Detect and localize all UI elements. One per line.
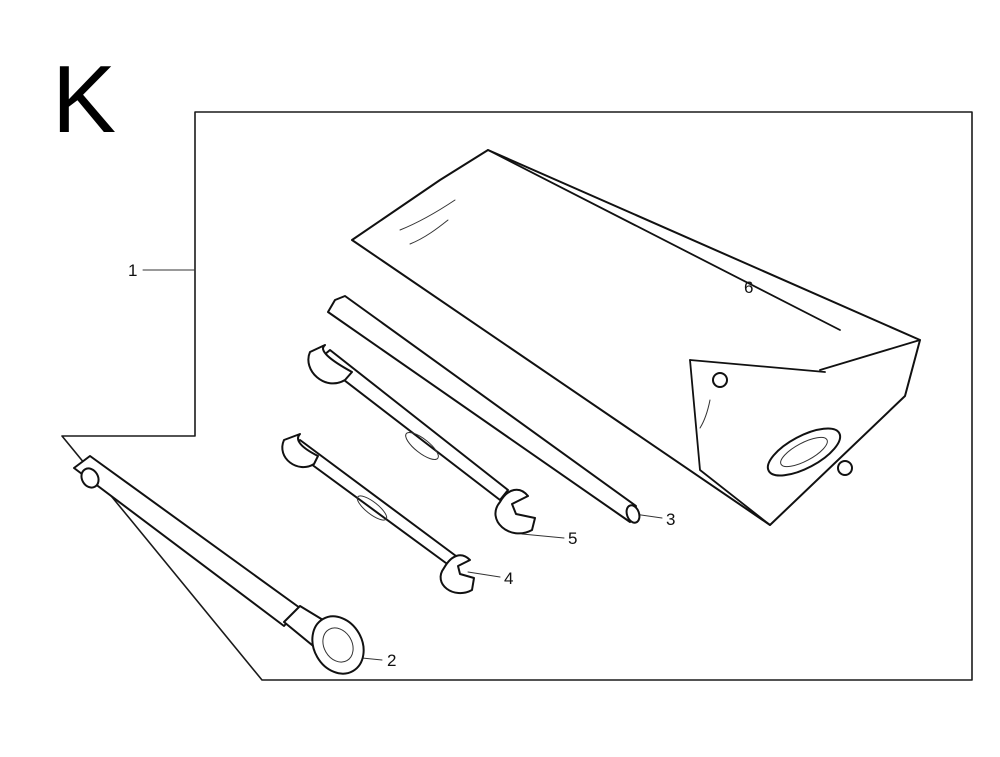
callout-5: 5 (568, 529, 578, 548)
callout-2: 2 (387, 651, 397, 670)
section-letter: K (52, 46, 117, 153)
callout-1: 1 (128, 261, 138, 280)
callout-4: 4 (504, 569, 514, 588)
leader-4 (467, 571, 501, 578)
wrench-small-illustration (281, 433, 475, 595)
callout-6: 6 (744, 278, 754, 297)
tool-bag-illustration (351, 149, 921, 526)
wrench-large-illustration (307, 344, 536, 535)
callout-3: 3 (666, 510, 676, 529)
bar-illustration (327, 295, 641, 524)
leader-5 (521, 533, 565, 539)
kit-frame (61, 111, 973, 681)
box-wrench-illustration (73, 455, 365, 675)
